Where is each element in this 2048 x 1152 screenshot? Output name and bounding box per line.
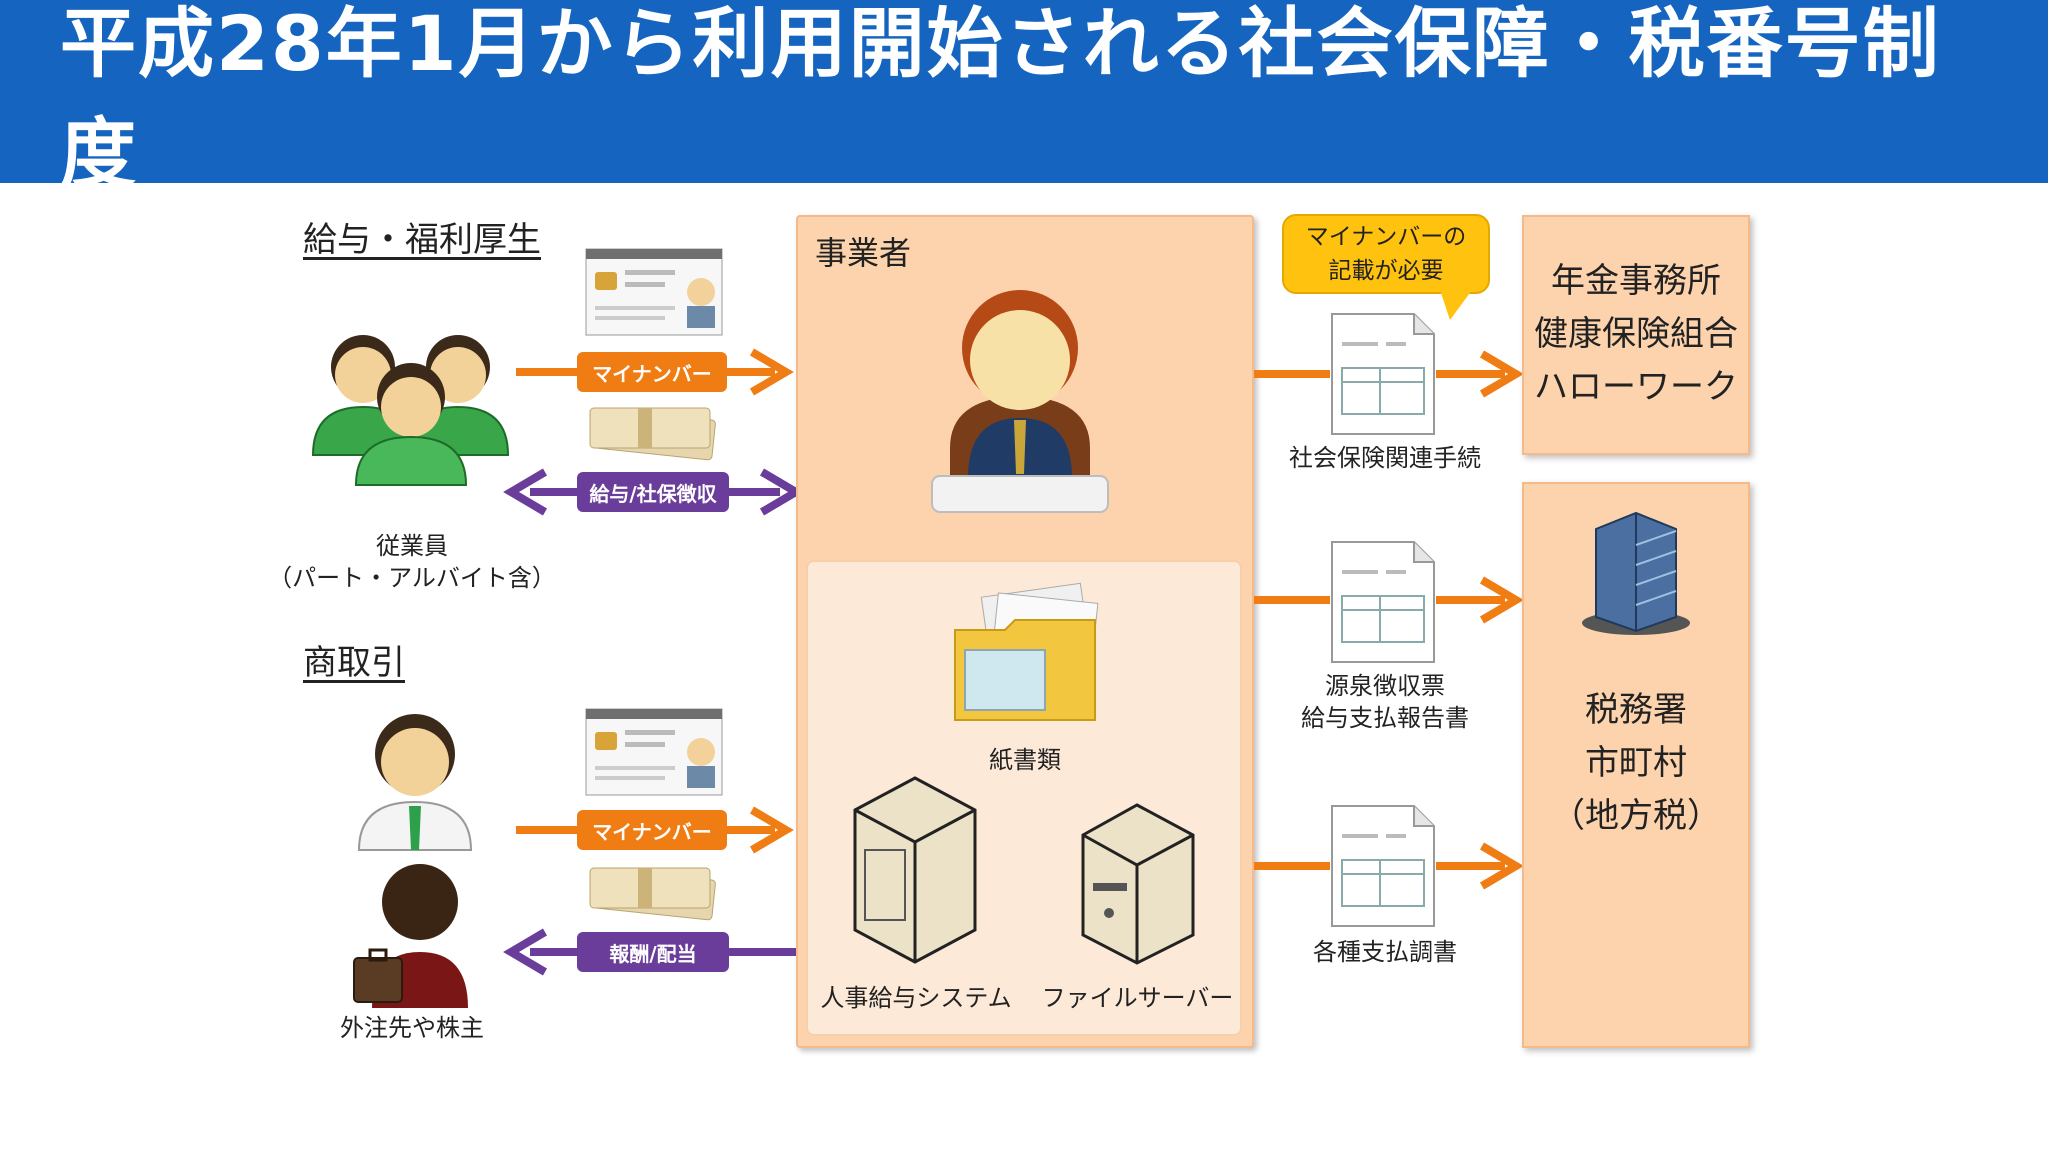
social-insurance-caption: 社会保険関連手続 [1289, 444, 1481, 472]
paper-docs-caption: 紙書類 [989, 746, 1061, 774]
page-title: 平成28年1月から利用開始される社会保障・税番号制度 [60, 0, 1941, 198]
mynumber-label-bottom: マイナンバー [577, 810, 727, 850]
contractors-caption: 外注先や株主 [340, 1014, 484, 1042]
employees-caption-line1: 従業員 [376, 532, 448, 560]
dest-tax-office: 税務署 [1585, 690, 1687, 730]
arrow-to-pension [1254, 350, 1524, 398]
businessman-icon [353, 864, 468, 1008]
withholding-caption-line2: 給与支払報告書 [1301, 704, 1469, 732]
arrow-to-municipality [1254, 842, 1524, 890]
worker-icon [357, 714, 473, 851]
file-server-icon [1081, 803, 1195, 965]
salary-section-label: 給与・福利厚生 [303, 220, 541, 260]
arrow-to-tax-office [1254, 576, 1524, 624]
header-bar: 平成28年1月から利用開始される社会保障・税番号制度 [0, 0, 2048, 198]
business-title: 事業者 [815, 234, 912, 272]
folder-icon [954, 582, 1099, 721]
withholding-caption-line1: 源泉徴収票 [1325, 672, 1445, 700]
worker-icon [931, 290, 1109, 513]
people-group-icon [311, 335, 510, 486]
file-server-caption: ファイルサーバー [1041, 984, 1234, 1012]
id-card-icon [585, 248, 723, 336]
invoice-icon [1331, 313, 1435, 435]
social-agencies-box: 年金事務所 健康保険組合 ハローワーク [1522, 215, 1750, 455]
id-card-icon [585, 708, 723, 796]
callout-tail [1440, 290, 1472, 320]
banknotes-icon [589, 867, 716, 921]
callout-line2: 記載が必要 [1328, 258, 1444, 284]
dest-municipality: 市町村 [1585, 743, 1687, 783]
mynumber-required-callout: マイナンバーの 記載が必要 [1282, 214, 1490, 294]
employees-caption-line2: （パート・アルバイト含） [268, 564, 556, 592]
compensation-label: 報酬/配当 [577, 932, 729, 972]
server-tower-icon [853, 776, 977, 964]
salary-insurance-label: 給与/社保徴収 [577, 472, 729, 512]
banknotes-icon [589, 407, 716, 461]
dest-hello-work: ハローワーク [1534, 367, 1738, 407]
invoice-icon [1331, 541, 1435, 663]
hr-system-caption: 人事給与システム [820, 984, 1012, 1012]
invoice-icon [1331, 805, 1435, 927]
dest-pension-office: 年金事務所 [1551, 261, 1721, 301]
callout-line1: マイナンバーの [1305, 224, 1467, 250]
mynumber-label-top: マイナンバー [577, 352, 727, 392]
dest-local-tax: （地方税） [1551, 796, 1721, 836]
dest-health-insurance: 健康保険組合 [1534, 314, 1738, 354]
trade-section-label: 商取引 [303, 643, 405, 683]
payment-records-caption: 各種支払調書 [1313, 938, 1457, 966]
office-building-icon [1582, 511, 1690, 635]
